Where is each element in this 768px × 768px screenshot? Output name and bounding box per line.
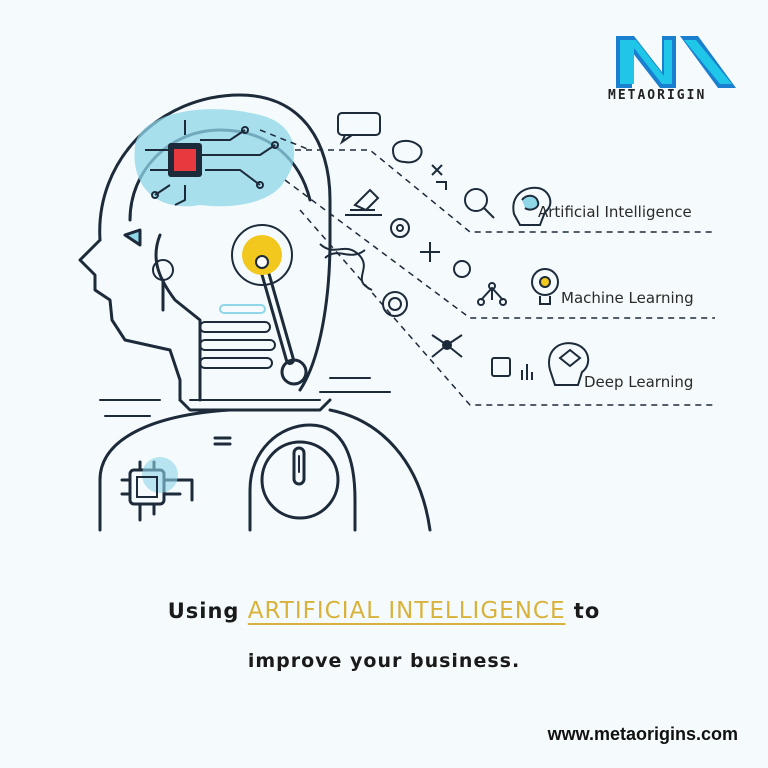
brain-icon	[391, 139, 423, 164]
brand-name: METAORIGIN	[608, 88, 707, 103]
fingerprint-icon	[382, 291, 408, 317]
gear-icon	[390, 218, 410, 238]
topic-dl-label: Deep Learning	[584, 373, 694, 391]
headline-highlight: ARTIFICIAL INTELLIGENCE	[247, 598, 566, 624]
topic-ml-label: Machine Learning	[561, 289, 694, 307]
website-link[interactable]: www.metaorigins.com	[547, 724, 738, 744]
ai-head-illustration	[78, 93, 715, 532]
head-outline	[98, 93, 332, 392]
headline-prefix: Using	[167, 599, 248, 623]
dna-icon	[319, 243, 373, 291]
magnifier-icon	[464, 188, 488, 212]
chip-small-icon	[491, 357, 511, 377]
head-brain-icon	[512, 186, 552, 226]
metaorigin-logo-icon	[616, 36, 736, 88]
headline-suffix: to	[565, 599, 601, 623]
circle-icon	[453, 260, 471, 278]
robot-arm-icon	[345, 188, 382, 216]
chat-bubble-icon	[337, 112, 381, 136]
lightbulb-gear-icon	[531, 268, 559, 296]
head-network-icon	[548, 342, 590, 386]
topic-ai-label: Artificial Intelligence	[538, 203, 692, 221]
headline-line2: improve your business.	[247, 650, 521, 672]
headline-line1: Using ARTIFICIAL INTELLIGENCE to	[0, 598, 768, 624]
